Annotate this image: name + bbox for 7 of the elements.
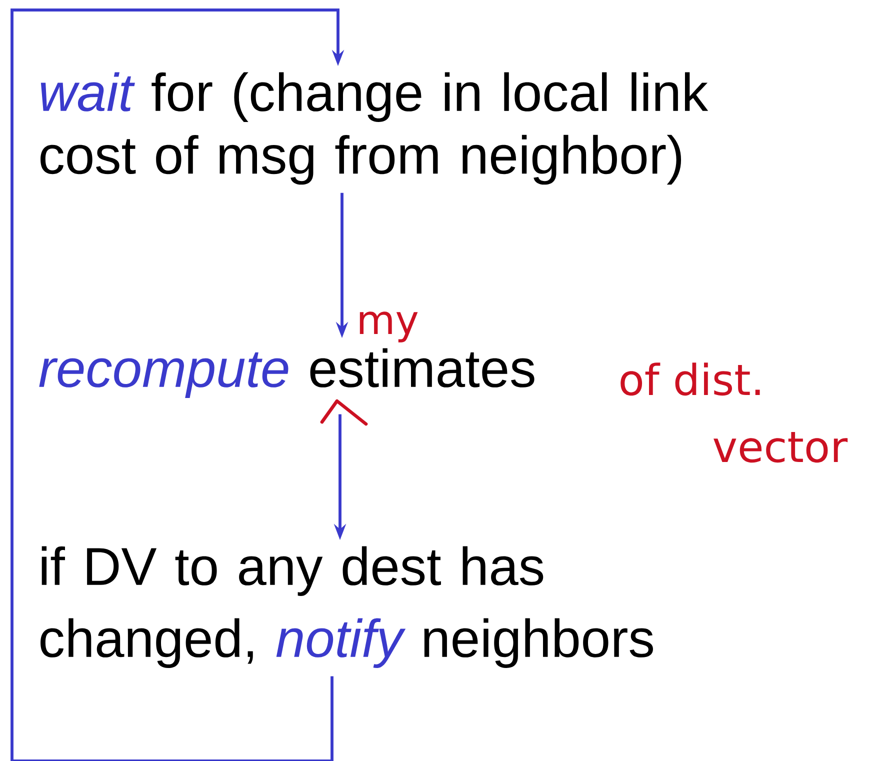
step-text: recompute estimates	[39, 348, 534, 398]
handwritten-note: my	[360, 312, 418, 342]
handwritten-note: vector	[714, 432, 848, 463]
step-text: wait for (change in local link cost of msg from neighbor)	[40, 72, 708, 185]
arrow	[10, 8, 344, 761]
step-text: if DV to any dest has changed, notify neighbors	[40, 546, 653, 668]
handwritten-note: of dist.	[620, 362, 760, 396]
